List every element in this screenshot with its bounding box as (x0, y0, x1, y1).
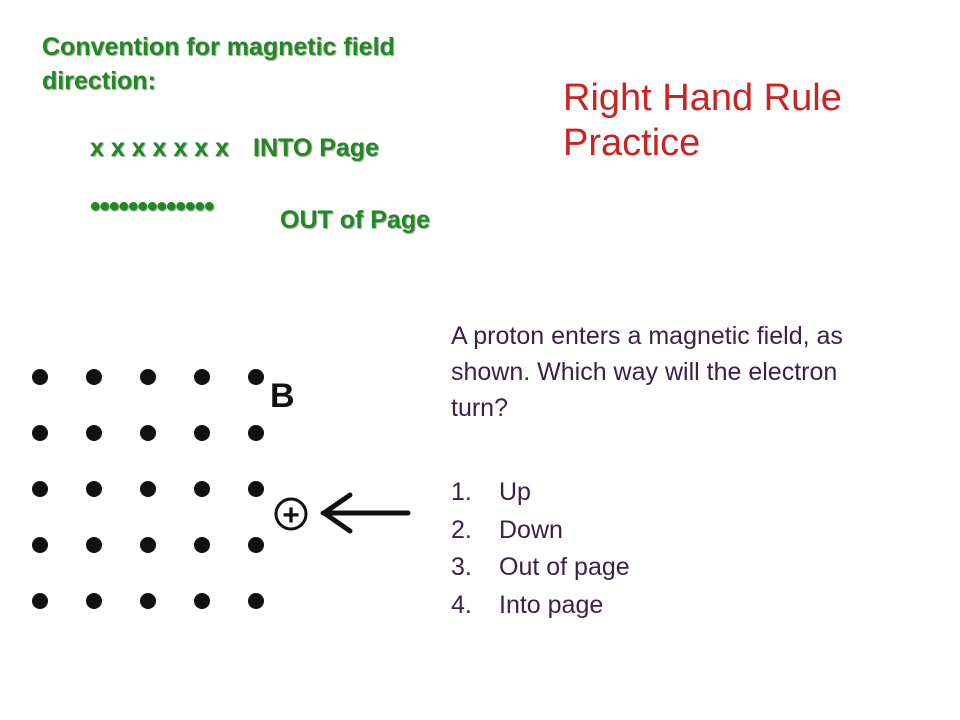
field-dot (140, 481, 156, 497)
answer-label: Out of page (499, 553, 630, 581)
field-dot (140, 425, 156, 441)
proton-circle (274, 497, 308, 531)
answer-list: 1. Up 2. Down 3. Out of page 4. Into page (451, 474, 630, 624)
field-dot (194, 425, 210, 441)
field-dot (32, 593, 48, 609)
field-dot (140, 369, 156, 385)
answer-label: Down (499, 515, 563, 544)
answer-number: 3. (451, 553, 472, 581)
field-dot (86, 369, 102, 385)
answer-number: 2. (451, 515, 472, 544)
velocity-arrow-icon (320, 492, 411, 534)
arrow-head (321, 492, 353, 534)
field-dots (32, 369, 264, 609)
field-label-b: B (270, 377, 295, 415)
out-of-page-symbols: ••••••••••••• (90, 190, 215, 223)
out-of-page-label: OUT of Page (280, 206, 431, 234)
field-dot (86, 537, 102, 553)
field-dot (248, 425, 264, 441)
field-dot (86, 425, 102, 441)
slide-title-line-2: Practice (563, 122, 701, 164)
into-page-label: INTO Page (253, 134, 379, 162)
answer-option: 3. Out of page (451, 549, 630, 587)
field-dot (248, 369, 264, 385)
answer-option: 1. Up (451, 474, 630, 512)
field-dot (194, 481, 210, 497)
into-page-row: x x x x x x x INTO Page (90, 134, 379, 163)
field-dot (86, 481, 102, 497)
answer-number: 1. (451, 478, 472, 506)
field-dot (248, 593, 264, 609)
field-dot (32, 537, 48, 553)
answer-option: 2. Down (451, 512, 630, 550)
answer-number: 4. (451, 590, 472, 619)
into-page-symbols: x x x x x x x (90, 134, 230, 162)
field-dot (32, 425, 48, 441)
slide-title: Right Hand Rule Practice (563, 76, 923, 166)
slide-title-line-1: Right Hand Rule (563, 77, 842, 119)
field-dot (86, 593, 102, 609)
field-dot (32, 481, 48, 497)
field-dot (140, 537, 156, 553)
field-dot (248, 537, 264, 553)
field-dot (140, 593, 156, 609)
magnetic-field-diagram: B + (32, 369, 411, 609)
convention-title: Convention for magnetic field direction: (42, 33, 395, 95)
out-of-page-row: ••••••••••••• OUT of Page (90, 190, 510, 240)
answer-label: Up (499, 478, 531, 506)
question-text: A proton enters a magnetic field, as sho… (451, 322, 843, 422)
field-dot (194, 369, 210, 385)
field-dot (194, 537, 210, 553)
answer-option: 4. Into page (451, 587, 630, 625)
proton-charge-icon: + (274, 497, 308, 532)
field-dot (194, 593, 210, 609)
answer-label: Into page (499, 590, 604, 619)
field-dot (248, 481, 264, 497)
field-dot (32, 369, 48, 385)
proton-charge-symbol: + (282, 499, 300, 532)
